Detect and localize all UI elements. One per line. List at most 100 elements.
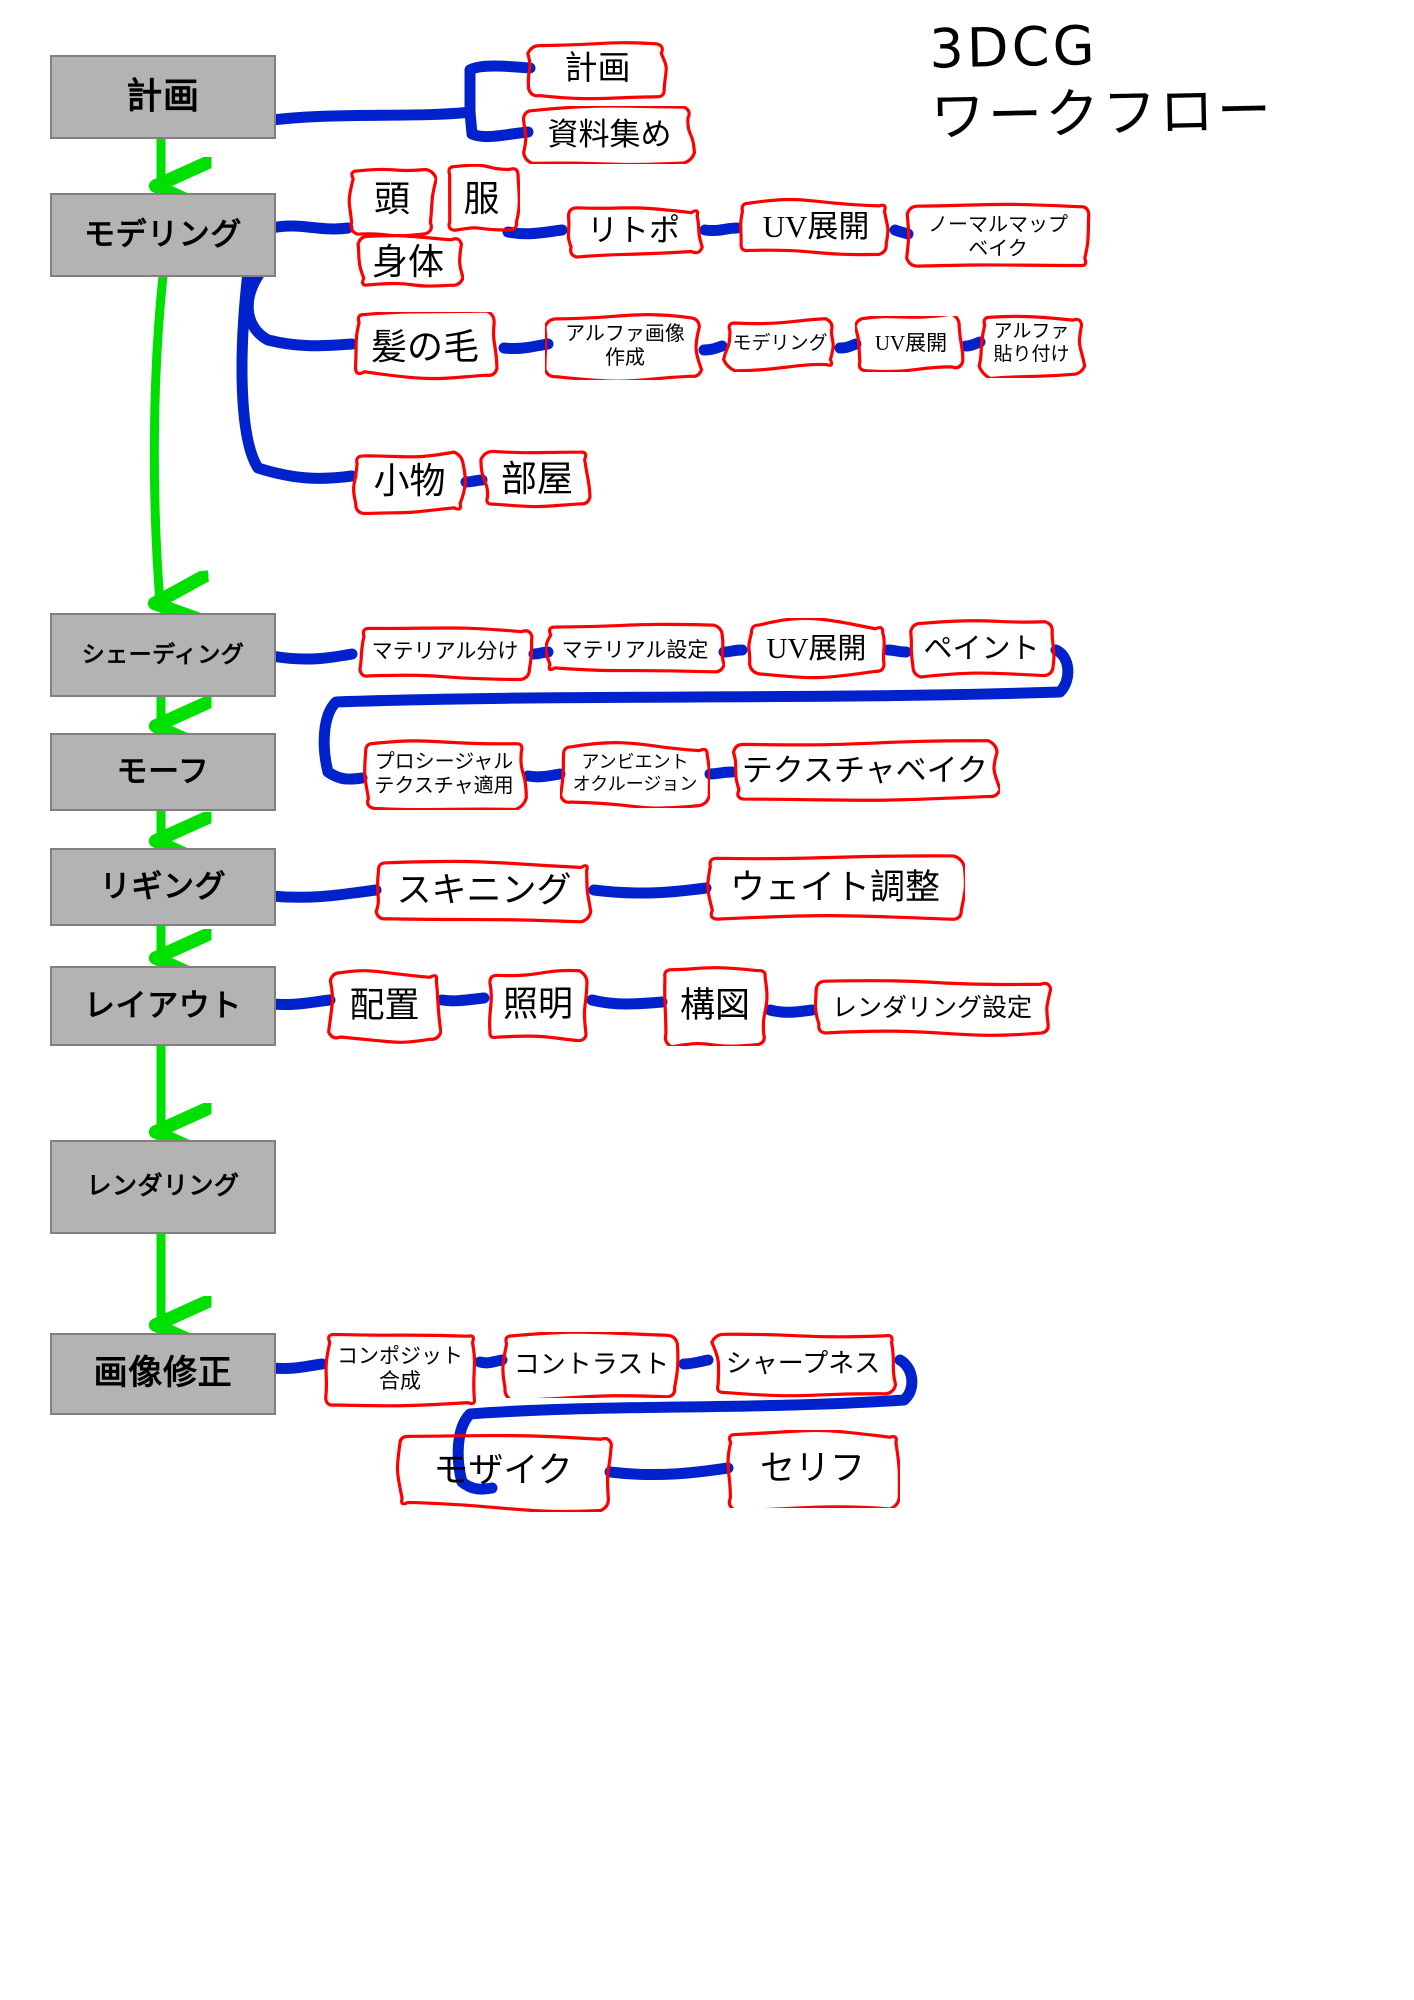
node-label: ウェイト調整: [729, 868, 940, 907]
n-render-settings[interactable]: レンダリング設定: [812, 978, 1052, 1040]
n-placement[interactable]: 配置: [327, 968, 442, 1044]
n-contrast[interactable]: コントラスト: [500, 1332, 683, 1398]
node-outline: [722, 317, 835, 372]
c-modeling-parts: [266, 220, 354, 235]
stage-modeling[interactable]: モデリング: [50, 193, 276, 277]
node-label: コントラスト: [513, 1350, 670, 1380]
stage-label: 計画: [126, 76, 200, 117]
n-room[interactable]: 部屋: [478, 448, 596, 512]
n-modeling-hair[interactable]: モデリング: [720, 316, 840, 372]
node-label: シャープネス: [725, 1349, 881, 1379]
stage-label: レンダリング: [86, 1172, 240, 1200]
n-serif[interactable]: セリフ: [725, 1430, 900, 1508]
n-research[interactable]: 資料集め: [522, 106, 697, 164]
node-label: 小物: [373, 461, 446, 502]
c-ao-texbake: [704, 766, 738, 780]
node-label: UV展開: [766, 632, 867, 665]
n-clothes[interactable]: 服: [443, 164, 520, 236]
c-mosaic-serif: [604, 1462, 734, 1481]
c-placement-light: [436, 992, 490, 1007]
n-head[interactable]: 頭: [347, 164, 437, 236]
n-weight[interactable]: ウェイト調整: [705, 852, 965, 924]
n-alpha-create[interactable]: アルファ画像 作成: [545, 312, 705, 380]
c-plan-branch: [266, 106, 476, 126]
n-ao[interactable]: アンビエント オクルージョン: [560, 740, 710, 808]
stage-label: モーフ: [116, 753, 210, 789]
c-modeling-hair: [242, 264, 358, 352]
stage-retouch[interactable]: 画像修正: [50, 1333, 276, 1415]
n-paint[interactable]: ペイント: [905, 618, 1058, 680]
node-label: モデリング: [732, 332, 828, 354]
node-label: 頭: [373, 179, 410, 220]
node-label: UV展開: [762, 209, 870, 245]
node-label: アンビエント オクルージョン: [572, 752, 698, 794]
n-hair[interactable]: 髪の毛: [350, 312, 500, 384]
node-label: スキニング: [396, 871, 572, 910]
c-retopo-uv: [699, 222, 743, 237]
node-label: アルファ 貼り付け: [993, 321, 1070, 365]
c-composite-contrast: [474, 1354, 508, 1369]
node-outline: [566, 206, 704, 259]
stage-label: 画像修正: [93, 1355, 233, 1393]
stage-rigging[interactable]: リギング: [50, 848, 276, 926]
node-label: プロシージャル テクスチャ適用: [374, 751, 514, 797]
node-outline: [356, 233, 464, 288]
n-mat-split[interactable]: マテリアル分け: [355, 622, 535, 682]
node-label: 身体: [371, 242, 444, 283]
node-label: ノーマルマップ ベイク: [928, 214, 1068, 260]
node-label: セリフ: [759, 1449, 865, 1488]
node-label: マテリアル分け: [371, 639, 519, 664]
stage-morph[interactable]: モーフ: [50, 733, 276, 811]
arrow-modeling-shading: [154, 271, 163, 603]
c-rigging-skinning: [266, 884, 382, 903]
n-composition[interactable]: 構図: [660, 966, 770, 1046]
node-label: 構図: [679, 986, 750, 1025]
c-contrast-sharp: [678, 1354, 714, 1370]
c-plan-to-plan-node: [464, 60, 536, 118]
n-mat-setup[interactable]: マテリアル設定: [545, 622, 725, 680]
n-texbake[interactable]: テクスチャベイク: [730, 738, 1000, 804]
node-label: リトポ: [587, 213, 680, 249]
stage-shading[interactable]: シェーディング: [50, 613, 276, 697]
c-plan-to-research: [464, 106, 534, 143]
c-comp-rendersets: [764, 1004, 818, 1018]
node-label: マテリアル設定: [561, 638, 709, 663]
n-uv-3[interactable]: UV展開: [744, 618, 889, 680]
n-props[interactable]: 小物: [352, 448, 467, 516]
n-uv-1[interactable]: UV展開: [737, 196, 895, 258]
n-mosaic[interactable]: モザイク: [393, 1430, 613, 1512]
n-composite[interactable]: コンポジット 合成: [320, 1330, 480, 1408]
n-retopo[interactable]: リトポ: [562, 200, 705, 262]
node-label: モザイク: [433, 1451, 573, 1490]
c-procedural-ao: [522, 768, 566, 783]
node-label: ペイント: [923, 632, 1040, 665]
n-normalbake[interactable]: ノーマルマップ ベイク: [905, 202, 1091, 272]
n-body[interactable]: 身体: [352, 232, 464, 294]
node-outline: [347, 167, 437, 236]
stage-rendering[interactable]: レンダリング: [50, 1140, 276, 1234]
page-title: 3DCG ワークフロー: [928, 14, 1275, 149]
n-plan[interactable]: 計画: [525, 38, 670, 102]
node-label: 服: [463, 179, 500, 220]
node-label: 配置: [349, 986, 420, 1025]
stage-plan[interactable]: 計画: [50, 55, 276, 139]
node-label: アルファ画像 作成: [565, 323, 685, 369]
n-skinning[interactable]: スキニング: [373, 855, 595, 927]
n-sharpness[interactable]: シャープネス: [708, 1330, 898, 1398]
stage-label: モデリング: [83, 216, 243, 252]
node-label: 照明: [502, 985, 573, 1024]
n-lighting[interactable]: 照明: [483, 968, 593, 1042]
c-uv3-paint: [882, 644, 912, 658]
c-skinning-weight: [588, 882, 712, 899]
node-label: コンポジット 合成: [337, 1343, 463, 1393]
n-procedural[interactable]: プロシージャル テクスチャ適用: [360, 738, 528, 810]
n-uv-2[interactable]: UV展開: [855, 316, 967, 372]
node-label: テクスチャベイク: [741, 753, 989, 789]
node-label: レンダリング設定: [831, 995, 1032, 1022]
c-matsetup-uv3: [718, 644, 748, 658]
stage-label: シェーディング: [81, 641, 245, 667]
stage-layout[interactable]: レイアウト: [50, 966, 276, 1046]
stage-label: レイアウト: [83, 987, 243, 1023]
n-alpha-apply[interactable]: アルファ 貼り付け: [975, 310, 1088, 378]
